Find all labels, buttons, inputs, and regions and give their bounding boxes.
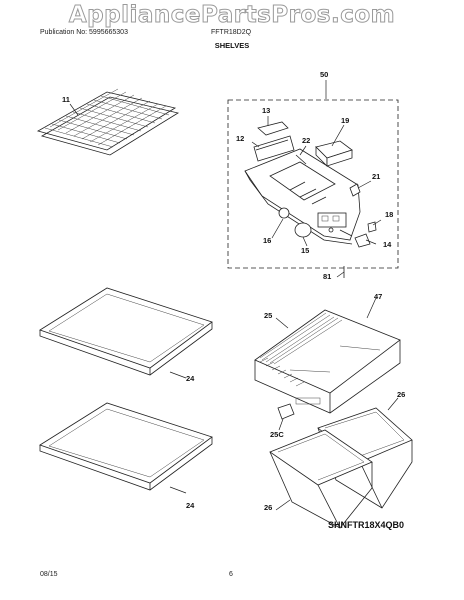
glass-shelf-2 xyxy=(39,402,213,491)
publication-number: Publication No: 5995665303 xyxy=(40,29,128,36)
callout-25: 25 xyxy=(264,311,273,320)
part-14-latch xyxy=(354,233,371,248)
shelf-support-assembly xyxy=(244,148,361,245)
callout-15: 15 xyxy=(301,246,310,255)
callout-26-lower: 26 xyxy=(264,503,273,512)
callout-13: 13 xyxy=(262,106,271,115)
diagram-reference-code: SHNFTR18X4QB0 xyxy=(328,520,405,530)
part-13-clip xyxy=(257,121,289,136)
assembly-frame xyxy=(227,99,399,269)
callout-16: 16 xyxy=(263,236,272,245)
callout-81: 81 xyxy=(323,272,332,281)
callout-26-upper: 26 xyxy=(397,390,406,399)
wire-shelf xyxy=(36,88,180,156)
callout-50: 50 xyxy=(320,70,329,79)
model-number: FFTR18D2Q xyxy=(211,29,252,36)
callout-24-lower: 24 xyxy=(186,501,195,510)
callout-14: 14 xyxy=(383,240,392,249)
part-19-block xyxy=(315,140,353,167)
callout-19: 19 xyxy=(341,116,350,125)
callout-18: 18 xyxy=(385,210,394,219)
part-16-knob xyxy=(278,207,290,219)
callout-22: 22 xyxy=(302,136,311,145)
callout-25c: 25C xyxy=(270,430,284,439)
callout-24-upper: 24 xyxy=(186,374,195,383)
section-title: SHELVES xyxy=(214,41,250,50)
callout-11: 11 xyxy=(62,95,70,104)
crisper-cover xyxy=(254,309,401,414)
part-21-clip xyxy=(349,183,361,197)
callout-21: 21 xyxy=(372,172,381,181)
part-25c-clip xyxy=(277,403,295,420)
part-12-bracket xyxy=(253,135,295,162)
footer-date: 08/15 xyxy=(40,571,58,578)
watermark-logo: AppliancePartsPros.com xyxy=(68,2,396,29)
crisper-drawer-left xyxy=(269,429,373,529)
footer-page-number: 6 xyxy=(229,571,233,578)
callout-47: 47 xyxy=(374,292,383,301)
part-15-dome xyxy=(294,222,312,238)
glass-shelf-1 xyxy=(39,287,213,376)
callout-12: 12 xyxy=(236,134,245,143)
part-22-pin xyxy=(295,154,307,165)
